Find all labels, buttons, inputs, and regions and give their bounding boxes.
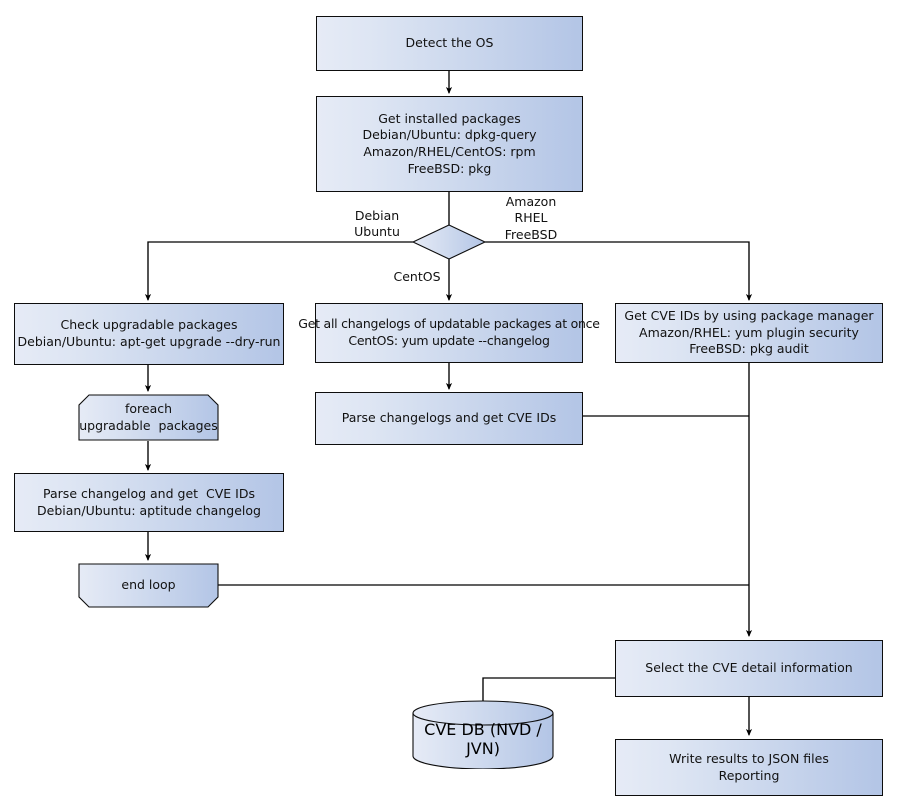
node-get-cve-ids-pkg-manager[interactable]: Get CVE IDs by using package manager Ama… [615, 303, 883, 363]
edge-label-debian-ubuntu: Debian Ubuntu [354, 208, 400, 240]
node-write-results[interactable]: Write results to JSON files Reporting [615, 739, 883, 796]
node-end-loop[interactable]: end loop [78, 563, 219, 608]
edge-label-amazon-rhel-freebsd: Amazon RHEL FreeBSD [504, 194, 558, 242]
node-parse-changelog-single-label: Parse changelog and get CVE IDs Debian/U… [37, 485, 261, 518]
edge-label-centos: CentOS [393, 269, 441, 284]
node-check-upgradable[interactable]: Check upgradable packages Debian/Ubuntu:… [14, 303, 284, 365]
node-end-loop-label: end loop [121, 577, 176, 593]
node-select-cve-detail-label: Select the CVE detail information [645, 660, 853, 676]
node-parse-changelogs-batch-label: Parse changelogs and get CVE IDs [341, 410, 557, 426]
node-get-cve-ids-pkg-manager-label: Get CVE IDs by using package manager Ama… [624, 307, 874, 357]
node-parse-changelogs-batch[interactable]: Parse changelogs and get CVE IDs [315, 392, 583, 445]
node-get-all-changelogs-label: Get all changelogs of updatable packages… [298, 316, 600, 348]
node-foreach-loop-start-label: foreach upgradable packages [79, 400, 218, 433]
decision-diamond-icon [411, 224, 487, 260]
node-get-all-changelogs[interactable]: Get all changelogs of updatable packages… [298, 303, 600, 363]
loop-start-shape-icon [78, 394, 219, 441]
loop-end-shape-icon [78, 563, 219, 608]
edge-decision-amazon [485, 241, 753, 301]
node-cve-db[interactable]: CVE DB (NVD / JVN) [412, 700, 554, 769]
node-detect-os[interactable]: Detect the OS [316, 16, 583, 71]
node-foreach-loop-start[interactable]: foreach upgradable packages [78, 394, 219, 441]
node-check-upgradable-label: Check upgradable packages Debian/Ubuntu:… [17, 317, 281, 349]
node-cve-db-label: CVE DB (NVD / JVN) [424, 719, 542, 758]
node-os-decision[interactable] [411, 224, 487, 260]
node-get-installed-packages[interactable]: Get installed packages Debian/Ubuntu: dp… [316, 96, 583, 192]
edge-decision-debian [144, 241, 413, 301]
node-parse-changelog-single[interactable]: Parse changelog and get CVE IDs Debian/U… [14, 473, 284, 532]
database-cylinder-icon [412, 700, 554, 769]
node-get-installed-packages-label: Get installed packages Debian/Ubuntu: dp… [362, 110, 537, 176]
node-write-results-label: Write results to JSON files Reporting [669, 750, 829, 783]
node-select-cve-detail[interactable]: Select the CVE detail information [615, 640, 883, 697]
node-detect-os-label: Detect the OS [405, 35, 494, 51]
